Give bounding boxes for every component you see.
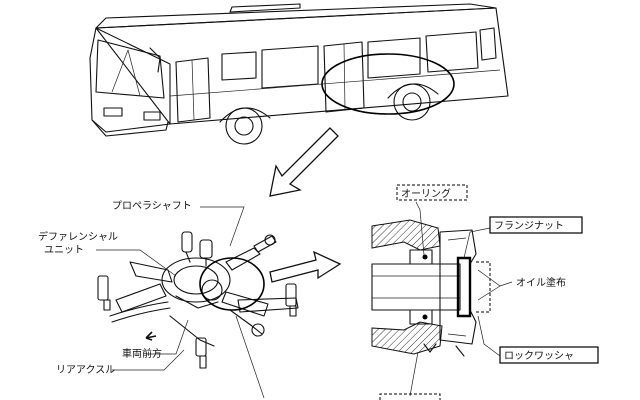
bus-drawing [89,3,509,145]
label-rear-axle: リアアクスル [56,364,115,376]
leader-lines [96,201,513,399]
label-propeller-shaft: プロペラシャフト [112,200,192,212]
flange-nut-label-box [489,216,583,234]
rear-axle-highlight [321,53,455,115]
vehicle-front-arrow [145,331,157,341]
label-o-ring: オーリング [401,187,451,200]
rear-axle-assembly [97,231,299,369]
o-ring-label-box [396,184,468,201]
label-flange-nut: フランジナット [494,220,564,232]
arrow-axle-to-section [269,250,342,283]
label-vehicle-front: 車両前方 [122,347,162,360]
arrow-bus-to-axle [269,127,339,197]
differential-highlight [199,257,265,311]
bottom-label-box-partial [379,393,441,400]
flange-cross-section [371,219,491,357]
lock-washer-label-box [499,346,599,364]
label-differential-line2: ユニット [44,245,84,256]
label-lock-washer: ロックワッシャ [504,350,574,362]
label-oil-applied: オイル塗布 [516,276,566,289]
label-differential-line1: デファレンシャル [38,230,118,243]
